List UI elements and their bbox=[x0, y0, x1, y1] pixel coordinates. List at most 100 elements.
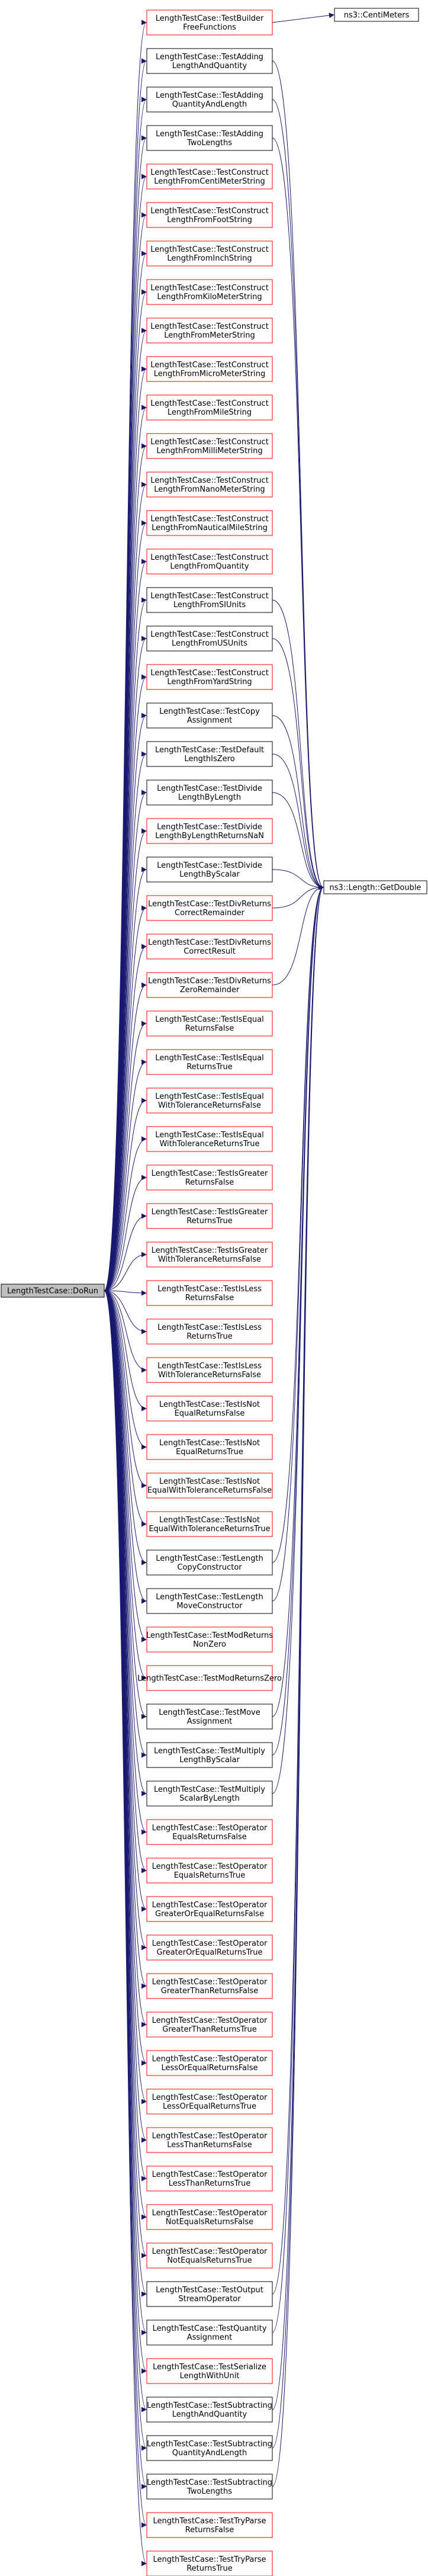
node-caller-lengthtestcase-testoperator-greaterthanreturnstrue[interactable]: LengthTestCase::TestOperatorGreaterThanR… bbox=[146, 2012, 273, 2038]
node-caller-lengthtestcase-testconstruct-lengthfromnauticalmilestring-box bbox=[146, 510, 273, 536]
node-caller-lengthtestcase-testconstruct-lengthfrommillimeterstring-box bbox=[146, 433, 273, 459]
node-caller-lengthtestcase-testoperator-equalsreturnsfalse[interactable]: LengthTestCase::TestOperatorEqualsReturn… bbox=[146, 1819, 273, 1845]
node-caller-lengthtestcase-testdivide-lengthbylengthreturnsnan[interactable]: LengthTestCase::TestDivideLengthByLength… bbox=[146, 818, 273, 844]
node-caller-lengthtestcase-testisequal-withtolerancereturnsfalse[interactable]: LengthTestCase::TestIsEqualWithTolerance… bbox=[146, 1087, 273, 1114]
node-caller-lengthtestcase-testconstruct-lengthfromsiunits-box bbox=[146, 587, 273, 613]
node-caller-lengthtestcase-testsubtracting-twolengths[interactable]: LengthTestCase::TestSubtractingTwoLength… bbox=[146, 2474, 273, 2500]
node-caller-lengthtestcase-testconstruct-lengthfromfootstring[interactable]: LengthTestCase::TestConstructLengthFromF… bbox=[146, 202, 273, 228]
node-caller-lengthtestcase-testdivreturns-correctremainder[interactable]: LengthTestCase::TestDivReturnsCorrectRem… bbox=[146, 895, 273, 921]
node-caller-lengthtestcase-testserialize-lengthwithunit-label-line-1: LengthTestCase::TestSerialize bbox=[153, 2363, 266, 2372]
node-target-getdouble[interactable]: ns3::Length::GetDouble bbox=[323, 880, 427, 894]
node-caller-lengthtestcase-testconstruct-lengthfrommillimeterstring[interactable]: LengthTestCase::TestConstructLengthFromM… bbox=[146, 433, 273, 459]
node-caller-lengthtestcase-testoperator-equalsreturnstrue[interactable]: LengthTestCase::TestOperatorEqualsReturn… bbox=[146, 1858, 273, 1884]
node-caller-lengthtestcase-testadding-quantityandlength[interactable]: LengthTestCase::TestAddingQuantityAndLen… bbox=[146, 86, 273, 113]
node-caller-lengthtestcase-testsubtracting-quantityandlength-label-line-1: LengthTestCase::TestSubtracting bbox=[147, 2440, 272, 2449]
node-caller-lengthtestcase-testadding-lengthandquantity[interactable]: LengthTestCase::TestAddingLengthAndQuant… bbox=[146, 48, 273, 74]
node-caller-lengthtestcase-testconstruct-lengthfromnauticalmilestring-label-line-1: LengthTestCase::TestConstruct bbox=[150, 515, 269, 524]
node-caller-lengthtestcase-testconstruct-lengthfromquantity[interactable]: LengthTestCase::TestConstructLengthFromQ… bbox=[146, 548, 273, 575]
node-caller-lengthtestcase-testsubtracting-lengthandquantity[interactable]: LengthTestCase::TestSubtractingLengthAnd… bbox=[146, 2397, 273, 2423]
node-caller-lengthtestcase-testoperator-lessorequalreturnstrue[interactable]: LengthTestCase::TestOperatorLessOrEqualR… bbox=[146, 2089, 273, 2115]
node-caller-lengthtestcase-testisless-withtolerancereturnsfalse-label-line-1: LengthTestCase::TestIsLess bbox=[157, 1362, 262, 1371]
node-caller-lengthtestcase-testquantity-assignment-box bbox=[146, 2320, 273, 2346]
node-caller-lengthtestcase-testoperator-lessorequalreturnstrue-label-line-1: LengthTestCase::TestOperator bbox=[152, 2093, 268, 2102]
node-caller-lengthtestcase-testserialize-lengthwithunit-label-line-2: LengthWithUnit bbox=[180, 2372, 240, 2381]
node-caller-lengthtestcase-testoperator-greaterorequalreturnstrue[interactable]: LengthTestCase::TestOperatorGreaterOrEqu… bbox=[146, 1935, 273, 1961]
node-caller-lengthtestcase-testoperator-greaterorequalreturnsfalse-label-line-2: GreaterOrEqualReturnsFalse bbox=[155, 1910, 264, 1919]
node-caller-lengthtestcase-testoperator-lessorequalreturnsfalse[interactable]: LengthTestCase::TestOperatorLessOrEqualR… bbox=[146, 2050, 273, 2076]
node-caller-lengthtestcase-testconstruct-lengthfromyardstring[interactable]: LengthTestCase::TestConstructLengthFromY… bbox=[146, 664, 273, 690]
node-caller-lengthtestcase-testmodreturnszero-box bbox=[146, 1665, 273, 1691]
node-caller-lengthtestcase-testoperator-lessthanreturnstrue[interactable]: LengthTestCase::TestOperatorLessThanRetu… bbox=[146, 2166, 273, 2192]
node-caller-lengthtestcase-testconstruct-lengthfromnauticalmilestring[interactable]: LengthTestCase::TestConstructLengthFromN… bbox=[146, 510, 273, 536]
node-caller-lengthtestcase-testdivreturns-correctresult[interactable]: LengthTestCase::TestDivReturnsCorrectRes… bbox=[146, 933, 273, 960]
node-caller-lengthtestcase-testlength-copyconstructor-label-line-1: LengthTestCase::TestLength bbox=[156, 1554, 263, 1563]
node-caller-lengthtestcase-testconstruct-lengthfromkilometerstring[interactable]: LengthTestCase::TestConstructLengthFromK… bbox=[146, 279, 273, 305]
node-caller-lengthtestcase-testconstruct-lengthfrommilestring[interactable]: LengthTestCase::TestConstructLengthFromM… bbox=[146, 394, 273, 421]
node-caller-lengthtestcase-testisequal-returnsfalse-label-line-1: LengthTestCase::TestIsEqual bbox=[155, 1015, 264, 1024]
node-root-dorun[interactable]: LengthTestCase::DoRun bbox=[1, 1284, 105, 1298]
node-caller-lengthtestcase-testisless-withtolerancereturnsfalse[interactable]: LengthTestCase::TestIsLessWithToleranceR… bbox=[146, 1357, 273, 1383]
node-caller-lengthtestcase-testdivide-lengthbylengthreturnsnan-label-line-1: LengthTestCase::TestDivide bbox=[157, 823, 262, 832]
node-caller-lengthtestcase-testconstruct-lengthfromusunits[interactable]: LengthTestCase::TestConstructLengthFromU… bbox=[146, 625, 273, 652]
node-caller-lengthtestcase-testconstruct-lengthfrommeterstring[interactable]: LengthTestCase::TestConstructLengthFromM… bbox=[146, 317, 273, 344]
node-caller-lengthtestcase-testisless-returnstrue-box bbox=[146, 1319, 273, 1345]
node-caller-lengthtestcase-testisgreater-returnstrue-label-line-2: ReturnsTrue bbox=[186, 1217, 233, 1226]
node-caller-lengthtestcase-testoperator-notequalsreturnsfalse[interactable]: LengthTestCase::TestOperatorNotEqualsRet… bbox=[146, 2204, 273, 2230]
node-caller-lengthtestcase-testisnot-equalwithtolerancereturnsfalse[interactable]: LengthTestCase::TestIsNotEqualWithTolera… bbox=[146, 1473, 273, 1499]
node-caller-lengthtestcase-testisnot-equalreturnsfalse[interactable]: LengthTestCase::TestIsNotEqualReturnsFal… bbox=[146, 1396, 273, 1422]
node-caller-lengthtestcase-testoperator-lessthanreturnsfalse-label-line-1: LengthTestCase::TestOperator bbox=[152, 2132, 268, 2141]
node-target-centimeters-label-line-1: ns3::CentiMeters bbox=[344, 11, 410, 20]
node-target-centimeters[interactable]: ns3::CentiMeters bbox=[334, 8, 419, 22]
node-caller-lengthtestcase-testisnot-equalwithtolerancereturnstrue[interactable]: LengthTestCase::TestIsNotEqualWithTolera… bbox=[146, 1511, 273, 1537]
node-caller-lengthtestcase-testconstruct-lengthfrommeterstring-box bbox=[146, 317, 273, 344]
node-caller-lengthtestcase-testoperator-greaterorequalreturnsfalse[interactable]: LengthTestCase::TestOperatorGreaterOrEqu… bbox=[146, 1896, 273, 1922]
node-caller-lengthtestcase-testmultiply-scalarbylength[interactable]: LengthTestCase::TestMultiplyScalarByLeng… bbox=[146, 1781, 273, 1807]
node-caller-lengthtestcase-testserialize-lengthwithunit[interactable]: LengthTestCase::TestSerializeLengthWithU… bbox=[146, 2358, 273, 2384]
node-caller-lengthtestcase-testdivreturns-zeroremainder[interactable]: LengthTestCase::TestDivReturnsZeroRemain… bbox=[146, 972, 273, 998]
node-caller-lengthtestcase-testisequal-returnstrue-box bbox=[146, 1049, 273, 1075]
node-caller-lengthtestcase-testconstruct-lengthfrommicrometerstring[interactable]: LengthTestCase::TestConstructLengthFromM… bbox=[146, 356, 273, 382]
node-caller-lengthtestcase-testoperator-lessthanreturnsfalse[interactable]: LengthTestCase::TestOperatorLessThanRetu… bbox=[146, 2127, 273, 2153]
node-caller-lengthtestcase-testisgreater-returnsfalse[interactable]: LengthTestCase::TestIsGreaterReturnsFals… bbox=[146, 1165, 273, 1191]
node-caller-lengthtestcase-testoperator-equalsreturnstrue-box bbox=[146, 1858, 273, 1884]
node-caller-lengthtestcase-testisequal-withtolerancereturnsfalse-label-line-1: LengthTestCase::TestIsEqual bbox=[155, 1092, 264, 1101]
node-caller-lengthtestcase-testconstruct-lengthfromcentimeterstring[interactable]: LengthTestCase::TestConstructLengthFromC… bbox=[146, 163, 273, 190]
node-caller-lengthtestcase-testoperator-equalsreturnsfalse-label-line-2: EqualsReturnsFalse bbox=[172, 1833, 247, 1842]
node-caller-lengthtestcase-testsubtracting-quantityandlength[interactable]: LengthTestCase::TestSubtractingQuantityA… bbox=[146, 2435, 273, 2461]
node-caller-lengthtestcase-testisequal-withtolerancereturnstrue[interactable]: LengthTestCase::TestIsEqualWithTolerance… bbox=[146, 1126, 273, 1152]
node-caller-lengthtestcase-testisless-returnsfalse-label-line-2: ReturnsFalse bbox=[185, 1294, 234, 1303]
node-caller-lengthtestcase-testoperator-notequalsreturnstrue[interactable]: LengthTestCase::TestOperatorNotEqualsRet… bbox=[146, 2243, 273, 2269]
node-caller-lengthtestcase-testisnot-equalreturnstrue[interactable]: LengthTestCase::TestIsNotEqualReturnsTru… bbox=[146, 1434, 273, 1460]
node-caller-lengthtestcase-testlength-moveconstructor[interactable]: LengthTestCase::TestLengthMoveConstructo… bbox=[146, 1588, 273, 1614]
node-caller-lengthtestcase-testoperator-greaterthanreturnstrue-box bbox=[146, 2012, 273, 2038]
node-caller-lengthtestcase-testisgreater-withtolerancereturnsfalse[interactable]: LengthTestCase::TestIsGreaterWithToleran… bbox=[146, 1242, 273, 1268]
node-caller-lengthtestcase-testmultiply-lengthbyscalar[interactable]: LengthTestCase::TestMultiplyLengthByScal… bbox=[146, 1742, 273, 1768]
node-caller-lengthtestcase-testconstruct-lengthfromsiunits[interactable]: LengthTestCase::TestConstructLengthFromS… bbox=[146, 587, 273, 613]
node-caller-lengthtestcase-testconstruct-lengthfrominchstring[interactable]: LengthTestCase::TestConstructLengthFromI… bbox=[146, 240, 273, 267]
node-target-centimeters-box bbox=[334, 8, 419, 22]
node-caller-lengthtestcase-testisgreater-returnsfalse-box bbox=[146, 1165, 273, 1191]
node-caller-lengthtestcase-testconstruct-lengthfromnanometerstring[interactable]: LengthTestCase::TestConstructLengthFromN… bbox=[146, 471, 273, 498]
node-caller-lengthtestcase-testlength-copyconstructor[interactable]: LengthTestCase::TestLengthCopyConstructo… bbox=[146, 1550, 273, 1576]
node-caller-lengthtestcase-testtryparse-returnstrue-box bbox=[146, 2551, 273, 2576]
edge-doRun-to-lengthtestcase-testdefault-lengthiszero bbox=[104, 751, 147, 1291]
node-caller-lengthtestcase-testmodreturnszero[interactable]: LengthTestCase::TestModReturnsZero bbox=[137, 1665, 282, 1691]
node-caller-lengthtestcase-testoperator-greaterthanreturnsfalse[interactable]: LengthTestCase::TestOperatorGreaterThanR… bbox=[146, 1973, 273, 1999]
